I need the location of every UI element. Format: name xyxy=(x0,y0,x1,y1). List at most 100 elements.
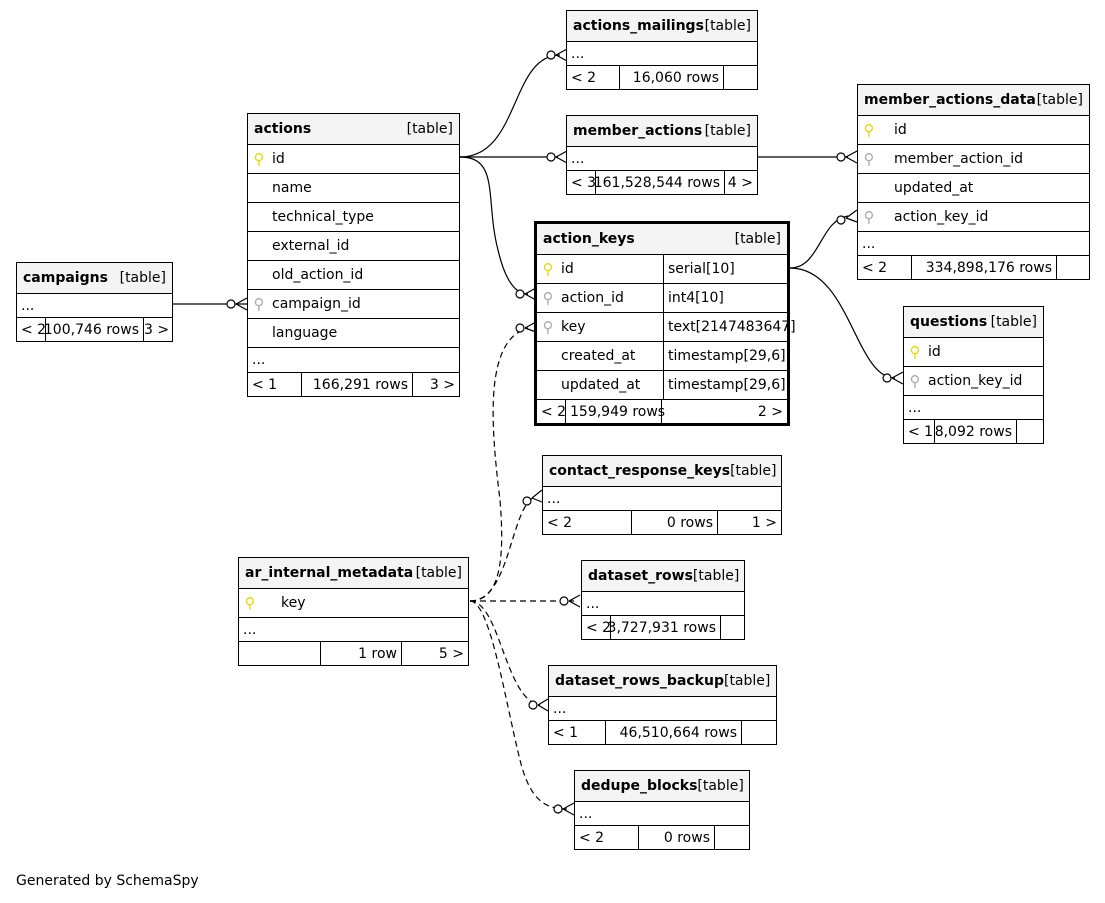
more-columns: ... xyxy=(243,621,257,638)
column-name: technical_type xyxy=(272,209,374,225)
table-member-actions[interactable]: member_actions[table] ... < 3 161,528,54… xyxy=(566,115,758,195)
children-count[interactable] xyxy=(720,616,744,639)
table-actions-mailings[interactable]: actions_mailings[table] ... < 2 16,060 r… xyxy=(566,10,758,90)
table-name[interactable]: action_keys xyxy=(543,231,635,247)
table-type-tag: [table] xyxy=(704,123,751,139)
more-columns: ... xyxy=(553,700,567,717)
table-name[interactable]: ar_internal_metadata xyxy=(245,565,414,581)
table-type-tag: [table] xyxy=(723,673,771,689)
table-actions[interactable]: actions[table] ⚲id name technical_type e… xyxy=(247,113,460,397)
more-columns: ... xyxy=(908,399,922,416)
row-count: 16,060 rows xyxy=(619,66,723,89)
generated-by-credit: Generated by SchemaSpy xyxy=(16,873,199,889)
column-name: action_id xyxy=(561,290,624,306)
foreign-key-icon: ⚲ xyxy=(863,150,875,168)
more-columns: ... xyxy=(586,595,600,612)
column-type: timestamp[29,6] xyxy=(663,371,787,399)
more-columns: ... xyxy=(571,150,585,167)
row-count: 166,291 rows xyxy=(301,373,412,396)
table-name[interactable]: questions xyxy=(910,314,988,330)
foreign-key-icon: ⚲ xyxy=(909,372,921,390)
column-name: member_action_id xyxy=(894,151,1024,167)
table-member-actions-data[interactable]: member_actions_data[table] ⚲ id ⚲ member_a… xyxy=(857,84,1090,280)
table-name[interactable]: campaigns xyxy=(23,270,108,286)
link-ar-dedupe-blocks xyxy=(469,600,568,810)
table-name[interactable]: dedupe_blocks xyxy=(581,778,698,794)
parents-count[interactable]: < 2 xyxy=(862,259,888,276)
row-count: 1 row xyxy=(320,642,401,665)
row-count: 161,528,544 rows xyxy=(594,171,724,194)
parents-count[interactable]: < 2 xyxy=(547,514,573,531)
link-actions-action-keys xyxy=(459,156,529,295)
table-name[interactable]: member_actions xyxy=(573,123,703,139)
parents-count[interactable]: < 2 xyxy=(571,69,597,86)
link-actions-actions-mailings xyxy=(459,54,561,158)
foreign-key-icon: ⚲ xyxy=(542,289,554,307)
table-name[interactable]: actions_mailings xyxy=(573,18,704,34)
table-type-tag: [table] xyxy=(1036,92,1083,108)
children-count[interactable]: 3 > xyxy=(412,373,459,396)
more-columns: ... xyxy=(579,805,593,822)
more-columns: ... xyxy=(547,490,561,507)
children-count[interactable]: 3 > xyxy=(143,318,173,341)
foreign-key-icon: ⚲ xyxy=(542,318,554,336)
link-ar-contact-response-keys xyxy=(469,496,535,602)
column-name: action_key_id xyxy=(894,209,989,225)
children-count[interactable]: 4 > xyxy=(724,171,757,194)
row-count: 3,727,931 rows xyxy=(608,616,720,639)
column-name: campaign_id xyxy=(272,296,361,312)
parents-count[interactable]: < 3 xyxy=(571,174,597,191)
primary-key-icon: ⚲ xyxy=(244,594,256,612)
column-name: old_action_id xyxy=(272,267,364,283)
table-campaigns[interactable]: campaigns[table] ... < 2 100,746 rows 3 … xyxy=(16,262,173,342)
more-columns: ... xyxy=(21,297,35,314)
table-ar-internal-metadata[interactable]: ar_internal_metadata[table] ⚲key ... 1 r… xyxy=(238,557,469,666)
children-count[interactable]: 1 > xyxy=(717,511,781,534)
foreign-key-icon: ⚲ xyxy=(863,208,875,226)
children-count[interactable]: 5 > xyxy=(401,642,468,665)
table-type-tag: [table] xyxy=(734,231,781,247)
children-count[interactable] xyxy=(741,721,776,744)
table-name[interactable]: actions xyxy=(254,121,312,137)
more-columns: ... xyxy=(252,352,266,368)
children-count[interactable]: 2 > xyxy=(661,400,787,423)
table-contact-response-keys[interactable]: contact_response_keys[table] ... < 2 0 r… xyxy=(542,455,782,535)
row-count: 334,898,176 rows xyxy=(911,256,1056,279)
table-name[interactable]: dataset_rows xyxy=(588,568,693,584)
children-count[interactable] xyxy=(714,826,749,849)
row-count: 100,746 rows xyxy=(44,318,143,341)
children-count[interactable] xyxy=(1056,256,1089,279)
parents-count[interactable]: < 1 xyxy=(252,376,278,393)
table-dataset-rows[interactable]: dataset_rows[table] ... < 2 3,727,931 ro… xyxy=(581,560,745,640)
table-name[interactable]: contact_response_keys xyxy=(549,463,731,479)
column-name: action_key_id xyxy=(928,373,1023,389)
children-count[interactable] xyxy=(1016,420,1043,443)
row-count: 159,949 rows xyxy=(565,400,665,423)
parents-count[interactable]: < 2 xyxy=(579,829,605,846)
table-dedupe-blocks[interactable]: dedupe_blocks[table] ... < 2 0 rows xyxy=(574,770,750,850)
link-action-keys-questions xyxy=(789,267,896,379)
parents-count[interactable]: < 1 xyxy=(553,724,579,741)
table-name[interactable]: member_actions_data xyxy=(864,92,1036,108)
column-name: key xyxy=(281,595,306,611)
table-name[interactable]: dataset_rows_backup xyxy=(555,673,724,689)
column-name: id xyxy=(272,151,285,167)
table-action-keys[interactable]: action_keys [table] ⚲ id serial[10] ⚲ action… xyxy=(534,221,796,426)
column-name: name xyxy=(272,180,312,196)
table-dataset-rows-backup[interactable]: dataset_rows_backup[table] ... < 1 46,51… xyxy=(548,665,777,745)
parents-count[interactable]: < 2 xyxy=(541,403,567,420)
column-name: id xyxy=(561,261,574,277)
column-type: serial[10] xyxy=(663,255,787,283)
column-type: timestamp[29,6] xyxy=(663,342,787,370)
parents-count[interactable] xyxy=(239,642,320,665)
table-type-tag: [table] xyxy=(704,18,751,34)
parents-count[interactable]: < 2 xyxy=(586,619,612,636)
children-count[interactable] xyxy=(723,66,757,89)
column-name: id xyxy=(928,344,941,360)
column-name: id xyxy=(894,122,907,138)
row-count: 46,510,664 rows xyxy=(605,721,741,744)
table-questions[interactable]: questions[table] ⚲id ⚲action_key_id ... … xyxy=(903,306,1044,444)
parents-count[interactable]: < 1 xyxy=(908,423,934,440)
table-type-tag: [table] xyxy=(730,463,777,479)
parents-count[interactable]: < 2 xyxy=(21,321,47,338)
